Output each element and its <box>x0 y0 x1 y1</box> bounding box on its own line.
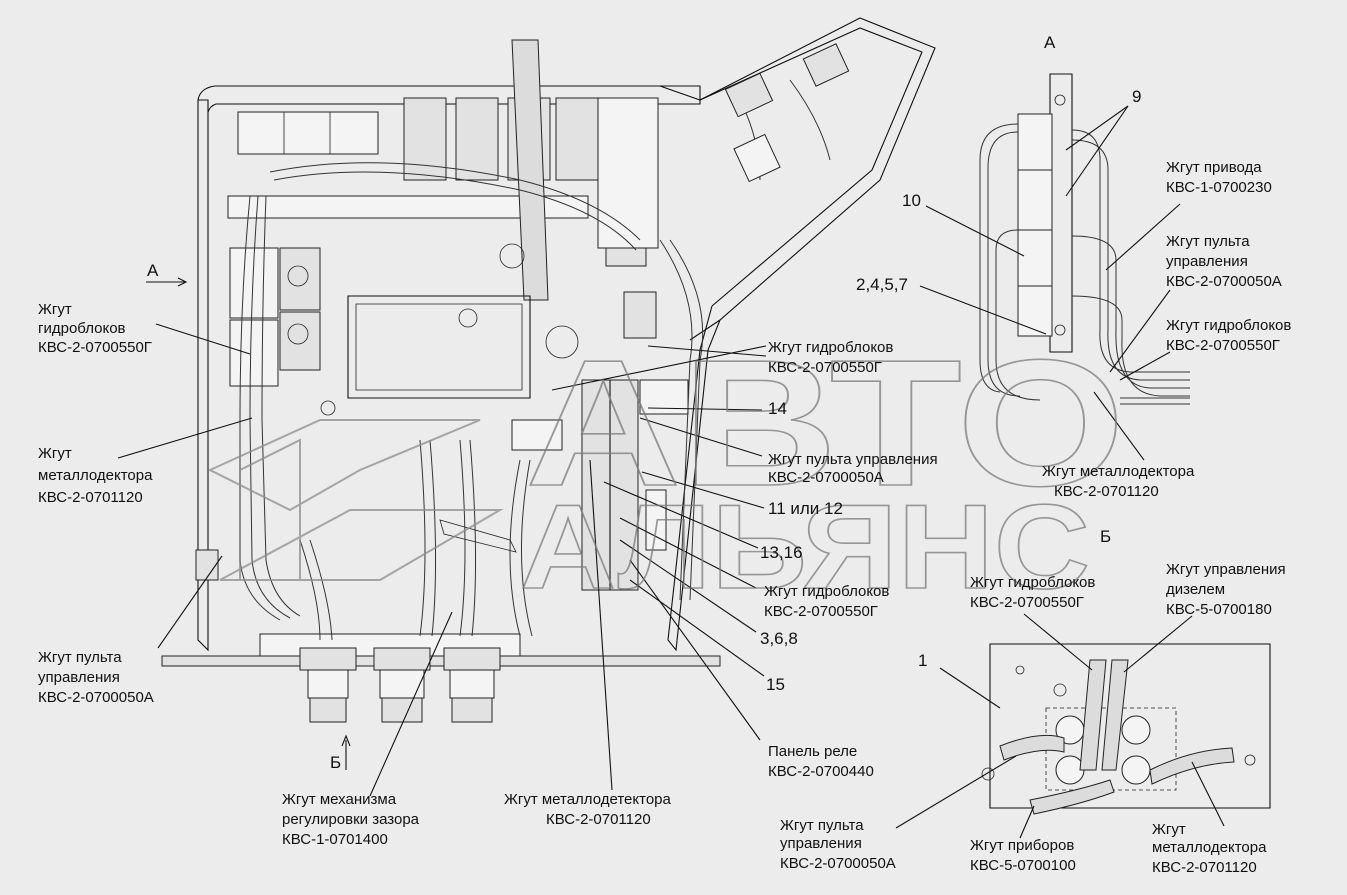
svg-text:управления: управления <box>780 835 862 852</box>
svg-text:КВС-2-0701120: КВС-2-0701120 <box>38 489 143 506</box>
callout-number-3-6-8: 3,6,8 <box>760 629 798 648</box>
bottom-cable-glands <box>299 647 501 723</box>
svg-text:Жгут управления: Жгут управления <box>1166 561 1286 578</box>
callout-hydro-mid2: Жгут гидроблоков КВС-2-0700550Г <box>764 583 889 620</box>
svg-text:Жгут привода: Жгут привода <box>1166 159 1262 176</box>
callout-console-b: Жгут пульта управления КВС-2-0700050А <box>780 817 896 872</box>
watermark: АВТО АЛЬЯНС <box>207 322 1126 615</box>
top-relay-row <box>227 97 659 267</box>
svg-text:гидроблоков: гидроблоков <box>38 320 126 337</box>
svg-text:КВС-5-0700100: КВС-5-0700100 <box>970 857 1076 874</box>
svg-text:Жгут гидроблоков: Жгут гидроблоков <box>970 574 1095 591</box>
svg-text:КВС-2-0700050А: КВС-2-0700050А <box>38 689 154 706</box>
callout-metal-left: Жгут металлодектора КВС-2-0701120 <box>38 445 153 506</box>
callout-metal-right: Жгут металлодектора КВС-2-0701120 <box>1042 463 1195 500</box>
view-a-title: А <box>1044 33 1056 52</box>
callout-metal-bottom: Жгут металлодетектора КВС-2-0701120 <box>504 791 672 828</box>
svg-text:КВС-2-0700550Г: КВС-2-0700550Г <box>970 594 1084 611</box>
callout-metal-b: Жгут металлодектора КВС-2-0701120 <box>1152 821 1267 876</box>
svg-text:КВС-2-0701120: КВС-2-0701120 <box>546 811 651 828</box>
svg-text:КВС-2-0700050А: КВС-2-0700050А <box>768 469 884 486</box>
svg-text:Жгут: Жгут <box>1152 821 1186 838</box>
svg-text:дизелем: дизелем <box>1166 581 1225 598</box>
callout-number-10: 10 <box>902 191 921 210</box>
svg-text:Жгут металлодетектора: Жгут металлодетектора <box>504 791 672 808</box>
svg-text:металлодектора: металлодектора <box>38 467 153 484</box>
callout-number-14: 14 <box>768 399 787 418</box>
svg-text:КВС-2-0700550Г: КВС-2-0700550Г <box>768 359 882 376</box>
callout-drive-right: Жгут привода КВС-1-0700230 <box>1166 159 1272 196</box>
callout-hydro-left: Жгут гидроблоков КВС-2-0700550Г <box>38 301 152 356</box>
svg-text:Жгут: Жгут <box>38 301 72 318</box>
callout-console-right: Жгут пульта управления КВС-2-0700050А <box>1166 233 1282 290</box>
svg-text:КВС-1-0701400: КВС-1-0701400 <box>282 831 388 848</box>
svg-text:металлодектора: металлодектора <box>1152 839 1267 856</box>
callout-number-13-16: 13,16 <box>760 543 803 562</box>
svg-text:КВС-1-0700230: КВС-1-0700230 <box>1166 179 1272 196</box>
callout-console-mid: Жгут пульта управления КВС-2-0700050А <box>768 451 938 486</box>
callout-number-15: 15 <box>766 675 785 694</box>
svg-text:Жгут пульта: Жгут пульта <box>38 649 122 666</box>
svg-text:Жгут гидроблоков: Жгут гидроблоков <box>768 339 893 356</box>
svg-text:Жгут пульта: Жгут пульта <box>1166 233 1250 250</box>
svg-text:управления: управления <box>38 669 120 686</box>
hydro-blocks-left <box>229 247 321 387</box>
svg-text:управления: управления <box>1166 253 1248 270</box>
callout-gap-mechanism: Жгут механизма регулировки зазора КВС-1-… <box>282 791 420 848</box>
svg-text:Жгут металлодектора: Жгут металлодектора <box>1042 463 1195 480</box>
svg-text:Жгут гидроблоков: Жгут гидроблоков <box>1166 317 1291 334</box>
main-cabinet-drawing <box>161 17 936 723</box>
callout-number-1: 1 <box>918 651 927 670</box>
watermark-line1: АВТО <box>525 323 1125 524</box>
callout-diesel-b: Жгут управления дизелем КВС-5-0700180 <box>1166 561 1286 618</box>
svg-text:КВС-2-0700050А: КВС-2-0700050А <box>1166 273 1282 290</box>
callout-hydro-mid1: Жгут гидроблоков КВС-2-0700550Г <box>768 339 893 376</box>
svg-text:Жгут: Жгут <box>38 445 72 462</box>
callout-console-left: Жгут пульта управления КВС-2-0700050А <box>38 649 154 706</box>
svg-text:КВС-2-0701120: КВС-2-0701120 <box>1054 483 1159 500</box>
view-b-drawing <box>981 643 1271 815</box>
view-b-title: Б <box>1100 527 1111 546</box>
svg-text:Панель реле: Панель реле <box>768 743 857 760</box>
callout-hydro-right: Жгут гидроблоков КВС-2-0700550Г <box>1166 317 1291 354</box>
svg-text:Жгут приборов: Жгут приборов <box>970 837 1074 854</box>
watermark-line2: АЛЬЯНС <box>520 480 1090 614</box>
view-b-bottom-marker: Б <box>330 753 341 772</box>
callout-hydro-b: Жгут гидроблоков КВС-2-0700550Г <box>970 574 1095 611</box>
callout-number-2-4-5-7: 2,4,5,7 <box>856 275 908 294</box>
svg-text:КВС-2-0700440: КВС-2-0700440 <box>768 763 874 780</box>
svg-text:регулировки зазора: регулировки зазора <box>282 811 420 828</box>
svg-text:Жгут пульта управления: Жгут пульта управления <box>768 451 938 468</box>
svg-text:КВС-2-0700050А: КВС-2-0700050А <box>780 855 896 872</box>
svg-text:Жгут механизма: Жгут механизма <box>282 791 397 808</box>
callout-number-11-or-12: 11 или 12 <box>768 499 843 518</box>
callout-number-9: 9 <box>1132 87 1141 106</box>
svg-text:Жгут пульта: Жгут пульта <box>780 817 864 834</box>
svg-text:КВС-2-0700550Г: КВС-2-0700550Г <box>764 603 878 620</box>
svg-text:КВС-5-0700180: КВС-5-0700180 <box>1166 601 1272 618</box>
svg-text:КВС-2-0701120: КВС-2-0701120 <box>1152 859 1257 876</box>
svg-text:КВС-2-0700550Г: КВС-2-0700550Г <box>1166 337 1280 354</box>
view-a-side-marker: А <box>147 261 159 280</box>
svg-text:Жгут гидроблоков: Жгут гидроблоков <box>764 583 889 600</box>
svg-text:КВС-2-0700550Г: КВС-2-0700550Г <box>38 339 152 356</box>
callout-relay-panel: Панель реле КВС-2-0700440 <box>768 743 874 780</box>
view-a-drawing <box>979 73 1190 405</box>
leader-lines <box>117 105 1225 839</box>
callout-instruments-b: Жгут приборов КВС-5-0700100 <box>970 837 1076 874</box>
